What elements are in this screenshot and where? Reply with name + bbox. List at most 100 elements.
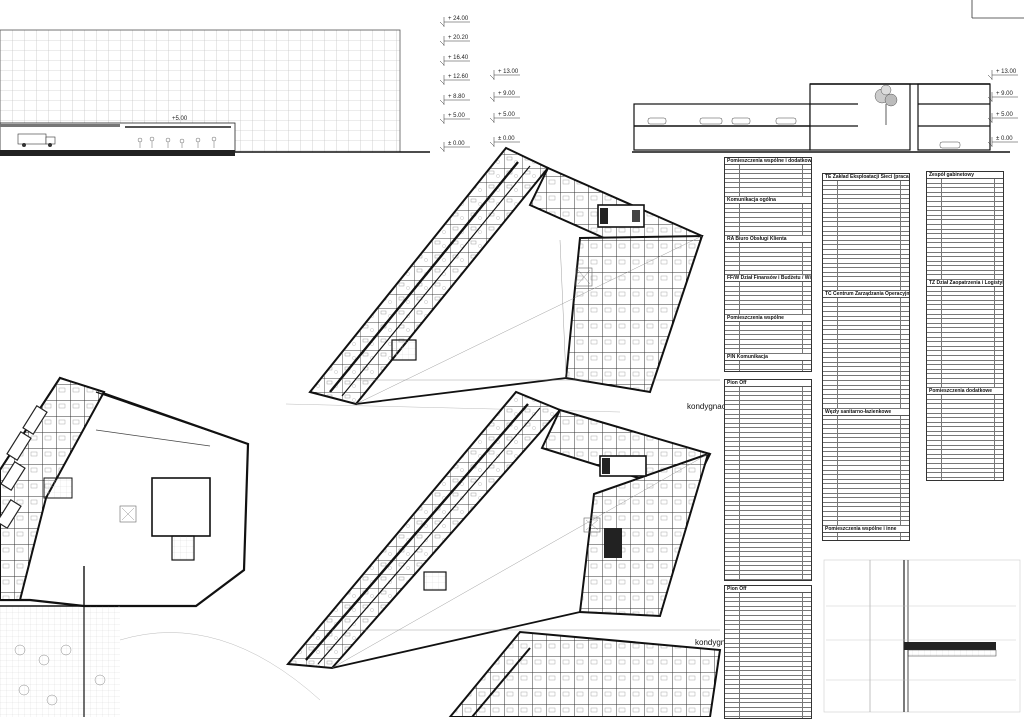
table-row bbox=[725, 266, 811, 271]
table-row bbox=[927, 464, 1003, 469]
table-row bbox=[725, 204, 811, 209]
table-row bbox=[823, 362, 909, 368]
table-row bbox=[823, 330, 909, 335]
table-row bbox=[927, 266, 1003, 271]
table-row bbox=[823, 484, 909, 489]
table-row bbox=[927, 229, 1003, 235]
table-row bbox=[823, 203, 909, 209]
table-row bbox=[725, 247, 811, 253]
table-row bbox=[823, 367, 909, 372]
table-row bbox=[725, 629, 811, 635]
table-row bbox=[725, 330, 811, 336]
table-row bbox=[823, 208, 909, 214]
table-row bbox=[725, 488, 811, 493]
table-row bbox=[823, 357, 909, 363]
table-row bbox=[725, 469, 811, 475]
table-row bbox=[927, 305, 1003, 311]
table-section-heading: TC Centrum Zarządzania Operacyjnego bbox=[823, 291, 909, 299]
level-marker-icon bbox=[439, 95, 470, 105]
table-row bbox=[725, 419, 811, 424]
table-row bbox=[823, 282, 909, 287]
table-row bbox=[725, 446, 811, 452]
table-row bbox=[725, 556, 811, 562]
table-row bbox=[927, 188, 1003, 193]
table-row bbox=[927, 365, 1003, 370]
table-row bbox=[927, 215, 1003, 221]
table-row bbox=[927, 296, 1003, 301]
table-row bbox=[725, 698, 811, 704]
table-row bbox=[725, 423, 811, 429]
table-section-heading: Pion Off bbox=[725, 380, 811, 387]
table-row bbox=[823, 240, 909, 246]
table-row bbox=[927, 192, 1003, 198]
table-row bbox=[725, 547, 811, 553]
table-row bbox=[823, 429, 909, 434]
level-marker-icon bbox=[987, 70, 1018, 80]
table-row bbox=[927, 179, 1003, 184]
table-row bbox=[725, 661, 811, 667]
level-marker-icon bbox=[489, 70, 520, 80]
table-row bbox=[725, 497, 811, 502]
table-row bbox=[823, 420, 909, 425]
table-row bbox=[823, 507, 909, 512]
ground-floor-plan bbox=[0, 376, 321, 717]
table-row bbox=[725, 321, 811, 327]
level-label: + 13.00 bbox=[498, 69, 519, 75]
table-row bbox=[725, 538, 811, 544]
level-label: + 8.80 bbox=[448, 94, 466, 100]
level-label: + 24.00 bbox=[448, 16, 469, 22]
room-schedule-table-c: Pion Off bbox=[724, 585, 812, 719]
table-row bbox=[823, 245, 909, 250]
table-row bbox=[927, 337, 1003, 343]
table-row bbox=[927, 275, 1003, 281]
table-section-heading: TZ Dział Zaopatrzenia i Logistyki bbox=[927, 280, 1003, 288]
table-row bbox=[725, 231, 811, 237]
table-row bbox=[725, 455, 811, 461]
table-row bbox=[927, 300, 1003, 306]
room-schedule-body: Pion Off bbox=[725, 380, 811, 580]
table-row bbox=[823, 385, 909, 391]
table-row bbox=[823, 194, 909, 200]
level-marker-icon bbox=[987, 137, 1018, 147]
table-section-heading: Pion Off bbox=[725, 586, 811, 593]
level-marker-icon bbox=[489, 113, 520, 123]
level-label: + 5.00 bbox=[996, 112, 1014, 118]
table-row bbox=[823, 424, 909, 430]
table-row bbox=[927, 342, 1003, 347]
floor-plan-upper bbox=[285, 146, 720, 413]
table-row bbox=[823, 443, 909, 448]
table-section-heading: Pomieszczenia wspólne bbox=[725, 314, 811, 322]
level-label: + 9.00 bbox=[498, 91, 516, 97]
table-row bbox=[725, 437, 811, 443]
table-row bbox=[725, 344, 811, 350]
table-row bbox=[823, 217, 909, 223]
level-marker-icon bbox=[439, 56, 470, 66]
table-row bbox=[823, 502, 909, 508]
table-row bbox=[725, 625, 811, 630]
table-row bbox=[823, 259, 909, 264]
table-row bbox=[725, 340, 811, 345]
table-row bbox=[725, 615, 811, 621]
table-row bbox=[823, 532, 909, 538]
table-row bbox=[725, 680, 811, 685]
table-row bbox=[823, 277, 909, 283]
table-row bbox=[725, 282, 811, 288]
facade-detail bbox=[823, 559, 1021, 713]
table-row bbox=[725, 634, 811, 639]
table-row bbox=[725, 657, 811, 662]
table-row bbox=[725, 213, 811, 218]
table-row bbox=[823, 286, 909, 292]
table-row bbox=[725, 243, 811, 248]
table-row bbox=[927, 408, 1003, 414]
table-row bbox=[725, 465, 811, 470]
table-row bbox=[927, 383, 1003, 389]
table-row bbox=[823, 249, 909, 255]
level-marker-icon bbox=[439, 142, 470, 152]
table-row bbox=[725, 305, 811, 311]
table-section-heading: Komunikacja ogólna bbox=[725, 197, 811, 205]
table-row bbox=[927, 351, 1003, 356]
table-row bbox=[725, 287, 811, 292]
level-label: ± 0.00 bbox=[448, 141, 465, 147]
table-row bbox=[725, 694, 811, 699]
